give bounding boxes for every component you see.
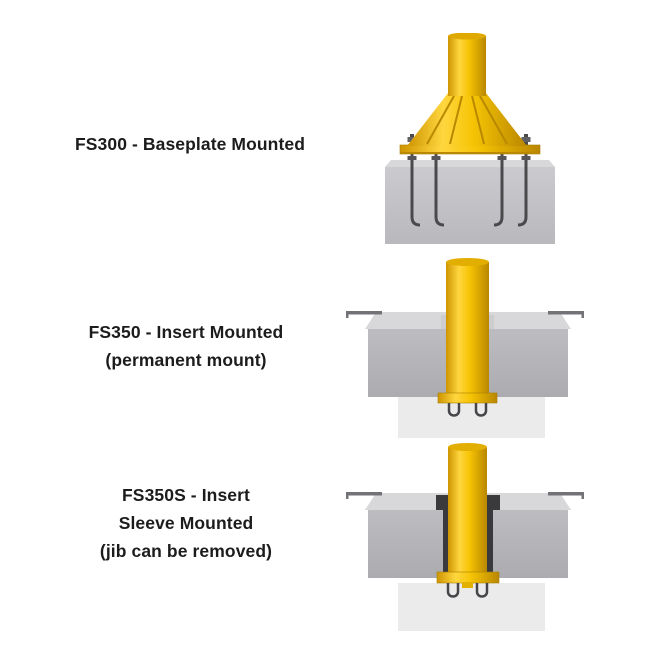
flare-gussets: [407, 93, 527, 146]
baseplate-edge: [400, 152, 540, 154]
column-top: [448, 33, 486, 40]
column-end-stub: [462, 583, 473, 588]
leveling-nut: [497, 156, 507, 160]
u-bolts: [447, 403, 488, 417]
edge-angles: [346, 492, 584, 499]
edge-angle-left-lip: [346, 311, 349, 318]
gusset-rib: [479, 95, 508, 145]
edge-angles: [346, 311, 584, 318]
gusset-ribs: [426, 95, 508, 145]
edge-angle-left: [346, 492, 382, 496]
edge-angle-right: [548, 311, 584, 315]
baseplate-mounted-illustration: [385, 33, 555, 244]
column: [448, 447, 487, 574]
figure-label-fs350s: FS350S - Insert Sleeve Mounted (jib can …: [36, 481, 336, 565]
label-line: (permanent mount): [105, 350, 267, 370]
anchor-bolts: [410, 154, 528, 227]
anchor-nut: [521, 137, 531, 142]
column: [446, 262, 489, 395]
anchor-bolt: [517, 154, 528, 227]
figure-label-fs350: FS350 - Insert Mounted (permanent mount): [36, 318, 336, 374]
label-line: Sleeve Mounted: [118, 513, 254, 533]
insert-sleeve-mounted-illustration: [346, 443, 584, 631]
u-bolts: [446, 583, 489, 598]
edge-angle-left-lip: [346, 492, 349, 499]
anchor-nut: [407, 137, 417, 142]
gusset-rib: [426, 95, 455, 145]
anchor-bolt: [493, 154, 504, 227]
edge-angle-right-lip: [581, 492, 584, 499]
bottom-anchor-plate: [436, 571, 500, 584]
column: [448, 36, 486, 96]
gusset-rib: [449, 95, 463, 145]
u-bolt: [475, 583, 489, 598]
gusset-rib: [471, 95, 485, 145]
anchor-bolt: [410, 154, 421, 227]
edge-angle-right: [548, 492, 584, 496]
edge-angle-left: [346, 311, 382, 315]
label-line: FS350 - Insert Mounted: [88, 322, 284, 342]
lower-foundation: [398, 583, 545, 631]
leveling-nut: [521, 156, 531, 160]
insert-mounted-illustration: [346, 258, 584, 438]
anchor-bolt: [434, 154, 445, 227]
u-bolt: [474, 403, 488, 417]
leveling-nuts: [407, 156, 531, 160]
label-line: FS300 - Baseplate Mounted: [74, 134, 306, 154]
column-top: [448, 443, 487, 451]
u-bolt: [446, 583, 460, 598]
bottom-anchor-plate: [437, 392, 498, 404]
figure-label-fs300: FS300 - Baseplate Mounted: [40, 130, 340, 158]
label-line: (jib can be removed): [99, 541, 273, 561]
u-bolt: [447, 403, 461, 417]
concrete-foundation-top: [385, 160, 555, 167]
column-top: [446, 258, 489, 266]
edge-angle-right-lip: [581, 311, 584, 318]
leveling-nut: [407, 156, 417, 160]
leveling-nut: [431, 156, 441, 160]
label-line: FS350S - Insert: [122, 485, 250, 505]
